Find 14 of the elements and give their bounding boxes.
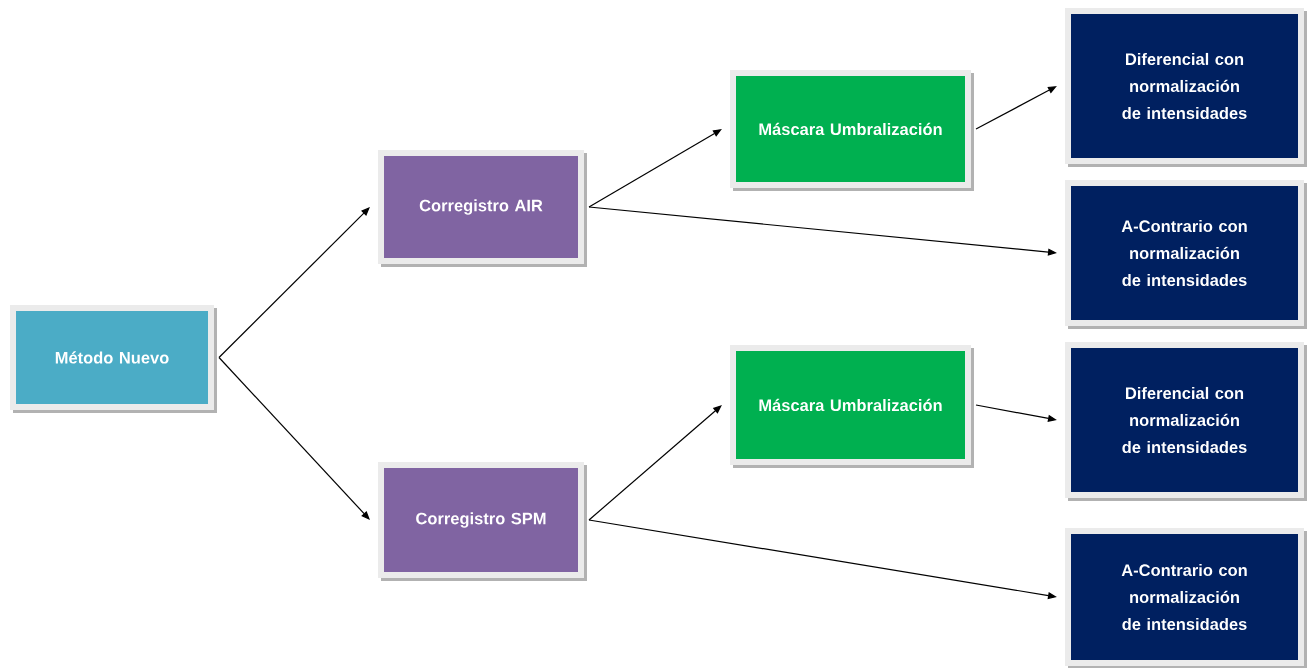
arrow [588,405,722,521]
process-box: Máscara Umbralización [730,345,974,468]
process-box: Método Nuevo [10,305,217,413]
arrow [975,86,1057,130]
process-box: A-Contrario con normalización de intensidades [1065,528,1307,668]
process-box: Diferencial con normalización de intensidades [1065,342,1307,501]
process-box: Corregistro SPM [378,462,587,581]
arrow [218,207,370,359]
arrow [218,356,370,520]
process-box: Corregistro AIR [378,150,587,267]
process-box: A-Contrario con normalización de intensidades [1065,180,1307,329]
process-box: Diferencial con normalización de intensidades [1065,8,1307,167]
arrow [588,129,722,208]
process-box: Máscara Umbralización [730,70,974,191]
